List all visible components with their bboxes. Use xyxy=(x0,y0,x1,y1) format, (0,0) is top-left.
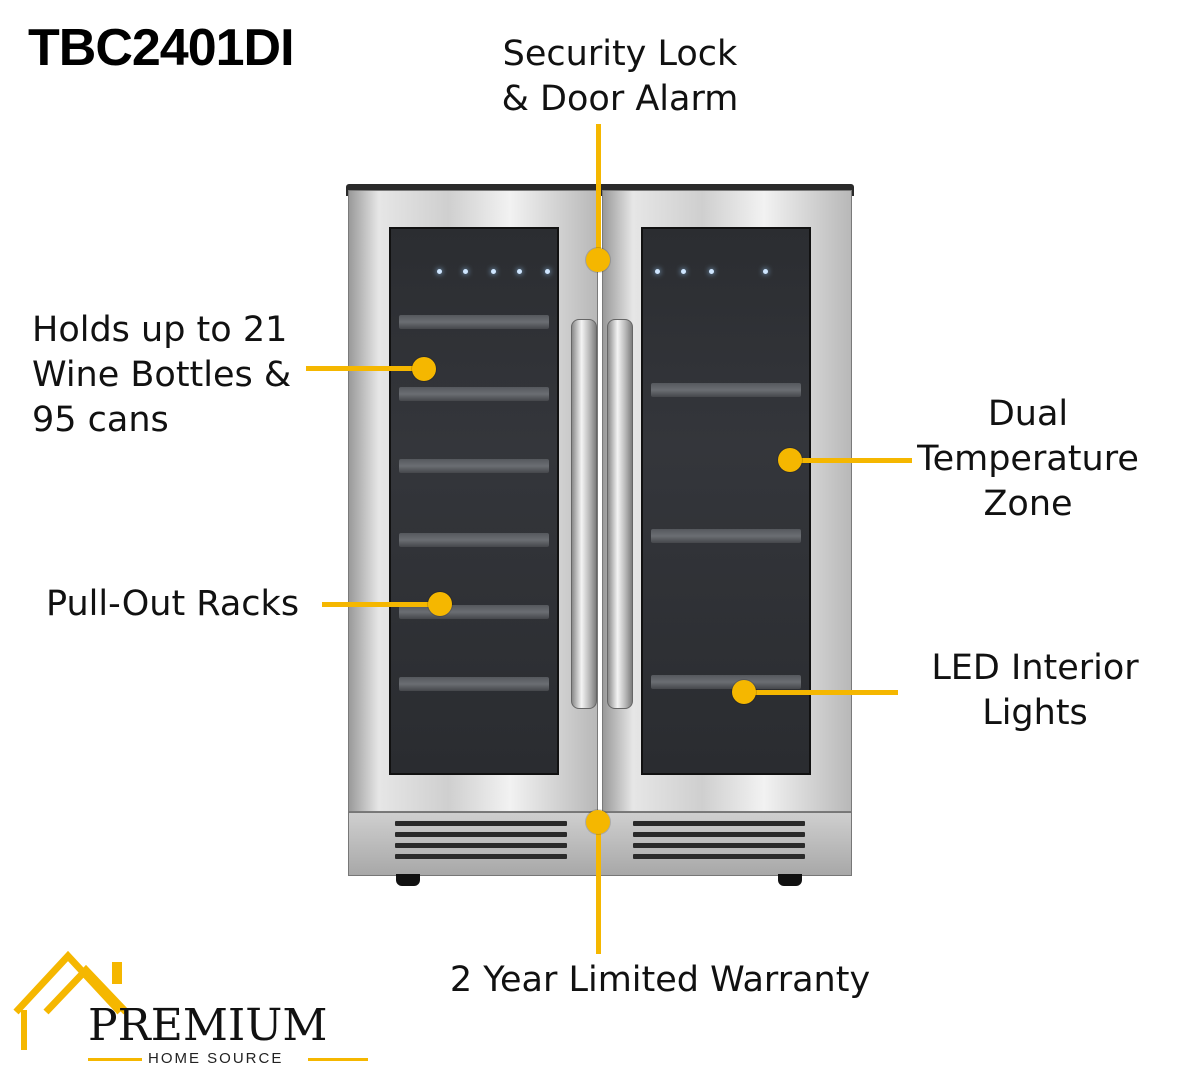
leveling-foot xyxy=(778,874,802,886)
can-rack xyxy=(651,675,801,689)
left-door xyxy=(348,190,598,812)
wine-rack xyxy=(399,605,549,619)
brand-underline-right xyxy=(308,1058,368,1061)
can-rack xyxy=(651,529,801,543)
wine-rack xyxy=(399,459,549,473)
led-label: LED Interior Lights xyxy=(931,648,1139,733)
warranty-label: 2 Year Limited Warranty xyxy=(449,960,871,1000)
led-light xyxy=(681,269,686,274)
brand-name: PREMIUM xyxy=(88,1000,328,1051)
dual-temp-callout-dot xyxy=(778,448,802,472)
security-label: Security Lock & Door Alarm xyxy=(501,34,739,119)
dual-temp-label: Dual Temperature Zone xyxy=(917,394,1139,524)
vent-grille xyxy=(633,821,805,867)
brand-underline-left xyxy=(88,1058,142,1061)
led-light xyxy=(437,269,442,274)
house-roof-icon xyxy=(13,950,129,1050)
left-glass-panel xyxy=(389,227,559,775)
led-light xyxy=(491,269,496,274)
racks-callout-dot xyxy=(428,592,452,616)
led-light xyxy=(545,269,550,274)
led-light xyxy=(763,269,768,274)
left-door-handle xyxy=(571,319,597,709)
can-rack xyxy=(651,383,801,397)
warranty-callout-line xyxy=(596,824,601,954)
led-light xyxy=(709,269,714,274)
wine-rack xyxy=(399,677,549,691)
led-light xyxy=(655,269,660,274)
security-callout-line xyxy=(596,124,601,252)
led-light xyxy=(517,269,522,274)
led-callout-dot xyxy=(732,680,756,704)
dual-temp-callout-line xyxy=(790,458,912,463)
wine-rack xyxy=(399,315,549,329)
model-title: TBC2401DI xyxy=(28,19,295,77)
led-light xyxy=(463,269,468,274)
capacity-label: Holds up to 21 Wine Bottles & 95 cans xyxy=(32,310,292,440)
leveling-foot xyxy=(396,874,420,886)
racks-label: Pull-Out Racks xyxy=(46,584,300,624)
premium-home-source-logo: PREMIUM HOME SOURCE xyxy=(8,940,378,1070)
security-callout-dot xyxy=(586,248,610,272)
wine-rack xyxy=(399,387,549,401)
right-door xyxy=(602,190,852,812)
warranty-callout-dot xyxy=(586,810,610,834)
racks-callout-line xyxy=(322,602,440,607)
wine-rack xyxy=(399,533,549,547)
wine-fridge-image xyxy=(346,184,854,894)
right-door-handle xyxy=(607,319,633,709)
vent-grille xyxy=(395,821,567,867)
capacity-callout-line xyxy=(306,366,424,371)
brand-subtitle: HOME SOURCE xyxy=(148,1050,284,1067)
right-glass-panel xyxy=(641,227,811,775)
capacity-callout-dot xyxy=(412,357,436,381)
led-callout-line xyxy=(744,690,898,695)
